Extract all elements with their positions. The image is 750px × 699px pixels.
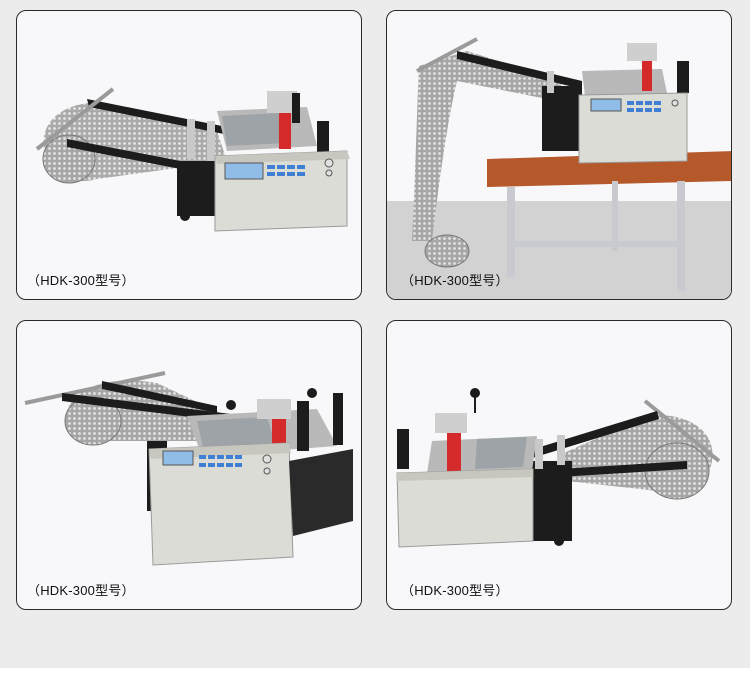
product-card-2: （HDK-300型号）	[386, 10, 732, 300]
machine-photo-3	[24, 371, 353, 566]
caption-open-paren: （	[401, 274, 415, 289]
caption-close-paren: ）	[495, 584, 509, 599]
card-caption-4: （HDK-300型号）	[401, 580, 509, 599]
page-footer-band	[0, 668, 750, 699]
machine-photo-1	[35, 87, 350, 232]
product-card-4: （HDK-300型号）	[386, 320, 732, 610]
caption-text: HDK-300型号	[414, 273, 496, 288]
caption-text: HDK-300型号	[40, 583, 122, 598]
caption-open-paren: （	[27, 584, 41, 599]
machine-photo-2	[387, 37, 731, 299]
caption-text: HDK-300型号	[414, 583, 496, 598]
product-card-3: （HDK-300型号）	[16, 320, 362, 610]
caption-close-paren: ）	[121, 274, 135, 289]
card-caption-3: （HDK-300型号）	[27, 580, 135, 599]
card-caption-2: （HDK-300型号）	[401, 270, 509, 289]
caption-text: HDK-300型号	[40, 273, 122, 288]
caption-close-paren: ）	[495, 274, 509, 289]
caption-open-paren: （	[401, 584, 415, 599]
caption-close-paren: ）	[121, 584, 135, 599]
product-card-1: （HDK-300型号）	[16, 10, 362, 300]
caption-open-paren: （	[27, 274, 41, 289]
card-caption-1: （HDK-300型号）	[27, 270, 135, 289]
machine-photo-4	[396, 388, 721, 548]
